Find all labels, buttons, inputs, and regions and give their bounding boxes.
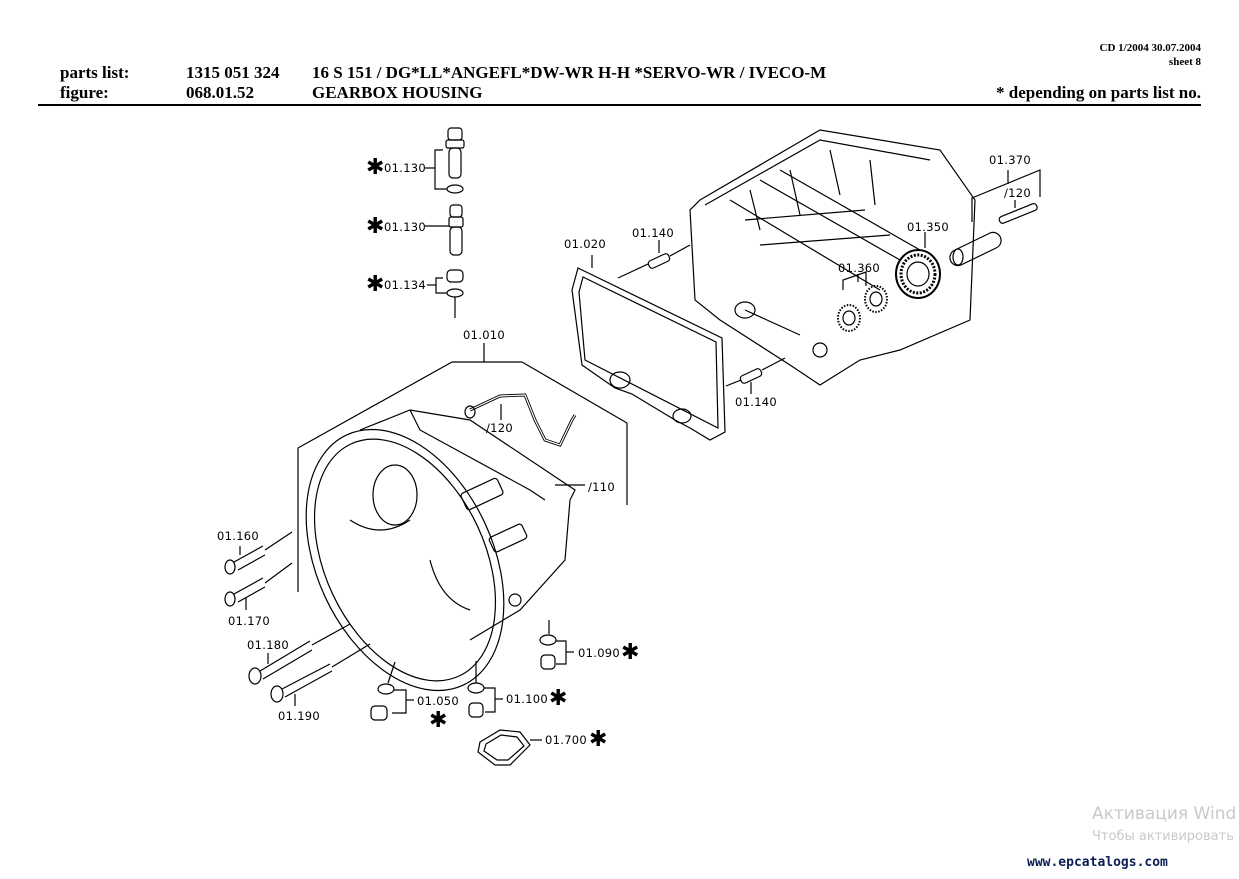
needle-bearing-01-360-b[interactable]: [865, 286, 887, 312]
sheet-number: sheet 8: [1168, 56, 1201, 68]
bolt-part-01-170[interactable]: [225, 563, 292, 610]
plug-part-01-100[interactable]: [468, 661, 503, 717]
callout-01-360[interactable]: 01.360: [838, 261, 881, 275]
activation-watermark-title: Активация Wind: [1092, 804, 1237, 824]
callout-01-350[interactable]: 01.350: [907, 220, 950, 234]
callout-01-010-sub-110[interactable]: /110: [588, 480, 616, 494]
cover-part-01-700[interactable]: [478, 730, 542, 765]
parts-list-description: 16 S 151 / DG*LL*ANGEFL*DW-WR H-H *SERVO…: [312, 63, 827, 82]
asterisk-01-090: ✱: [621, 640, 640, 665]
pipe-part-120[interactable]: [465, 395, 575, 445]
asterisk-01-130-a: ✱: [366, 155, 385, 180]
asterisk-01-050: ✱: [429, 708, 448, 733]
callout-01-170[interactable]: 01.170: [228, 614, 271, 628]
callout-01-134[interactable]: 01.134: [384, 278, 427, 292]
bolt-part-01-160[interactable]: [225, 532, 292, 574]
pin-part-120[interactable]: [998, 203, 1038, 224]
gear-part-01-350[interactable]: [896, 232, 940, 298]
callout-01-130-b[interactable]: 01.130: [384, 220, 427, 234]
bracket-01-360: [843, 272, 866, 290]
callout-01-090[interactable]: 01.090: [578, 646, 621, 660]
callout-01-180[interactable]: 01.180: [247, 638, 290, 652]
callout-01-020[interactable]: 01.020: [564, 237, 607, 251]
activation-watermark-subtitle: Чтобы активировать: [1092, 829, 1234, 844]
sensor-part-01-130-a[interactable]: [425, 128, 464, 193]
callout-01-140-bottom[interactable]: 01.140: [735, 395, 778, 409]
header-rule: [38, 104, 1201, 106]
plug-part-01-134[interactable]: [427, 270, 463, 318]
bolt-part-01-190[interactable]: [271, 644, 370, 706]
callout-01-130-a[interactable]: 01.130: [384, 161, 427, 175]
bolt-part-01-180[interactable]: [249, 624, 350, 684]
gasket-part-01-020[interactable]: [572, 255, 725, 440]
plug-part-01-050[interactable]: [371, 662, 414, 720]
parts-list-number: 1315 051 324: [186, 63, 280, 82]
gearbox-housing-01-010[interactable]: [267, 398, 575, 723]
callout-01-370[interactable]: 01.370: [989, 153, 1032, 167]
intermediate-housing[interactable]: [690, 130, 975, 385]
callout-01-050[interactable]: 01.050: [417, 694, 460, 708]
bracket-01-010: [298, 343, 627, 592]
callout-01-160[interactable]: 01.160: [217, 529, 260, 543]
callout-01-140-top[interactable]: 01.140: [632, 226, 675, 240]
shaft-part-01-370[interactable]: [950, 232, 1001, 265]
asterisk-01-134: ✱: [366, 272, 385, 297]
figure-number: 068.01.52: [186, 83, 254, 102]
bracket-01-370: [972, 170, 1040, 222]
callout-01-010-sub-120[interactable]: /120: [486, 421, 514, 435]
parts-list-label: parts list:: [60, 63, 130, 82]
plug-part-01-090[interactable]: [540, 620, 574, 669]
callout-01-010[interactable]: 01.010: [463, 328, 506, 342]
asterisk-01-100: ✱: [549, 686, 568, 711]
asterisk-01-700: ✱: [589, 727, 608, 752]
callout-01-100[interactable]: 01.100: [506, 692, 549, 706]
asterisk-01-130-b: ✱: [366, 214, 385, 239]
callout-01-190[interactable]: 01.190: [278, 709, 321, 723]
needle-bearing-01-360-a[interactable]: [838, 305, 860, 331]
figure-label: figure:: [60, 83, 109, 102]
callout-01-370-sub-120[interactable]: /120: [1004, 186, 1032, 200]
footnote: * depending on parts list no.: [996, 83, 1201, 102]
figure-title: GEARBOX HOUSING: [312, 83, 483, 102]
dowel-pin-01-140-top[interactable]: [618, 240, 690, 278]
callout-01-700[interactable]: 01.700: [545, 733, 588, 747]
cd-info: CD 1/2004 30.07.2004: [1099, 42, 1201, 54]
site-url: www.epcatalogs.com: [1027, 855, 1168, 870]
dowel-pin-01-140-bottom[interactable]: [726, 358, 785, 394]
sensor-part-01-130-b[interactable]: [425, 205, 463, 255]
